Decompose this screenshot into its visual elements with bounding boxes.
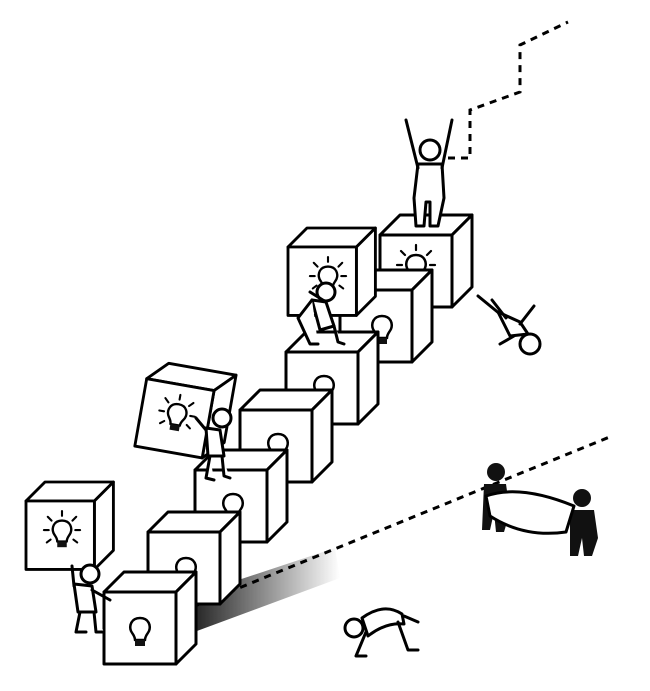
falling-person-icon — [476, 294, 542, 356]
shadow-gradient — [178, 548, 340, 638]
carrying-person-icon — [70, 563, 112, 634]
cube-bottom — [102, 570, 198, 666]
lifted-cube-high — [286, 226, 377, 317]
lifting-person-icon — [296, 281, 346, 346]
lifted-cube-low — [24, 480, 115, 571]
upper-dashed-path — [448, 20, 569, 160]
crawling-person-icon — [343, 607, 420, 658]
net-holder-right-icon — [570, 489, 598, 556]
celebrating-person-icon — [404, 118, 454, 228]
pushing-person-icon — [194, 407, 233, 482]
safety-net — [484, 490, 576, 535]
